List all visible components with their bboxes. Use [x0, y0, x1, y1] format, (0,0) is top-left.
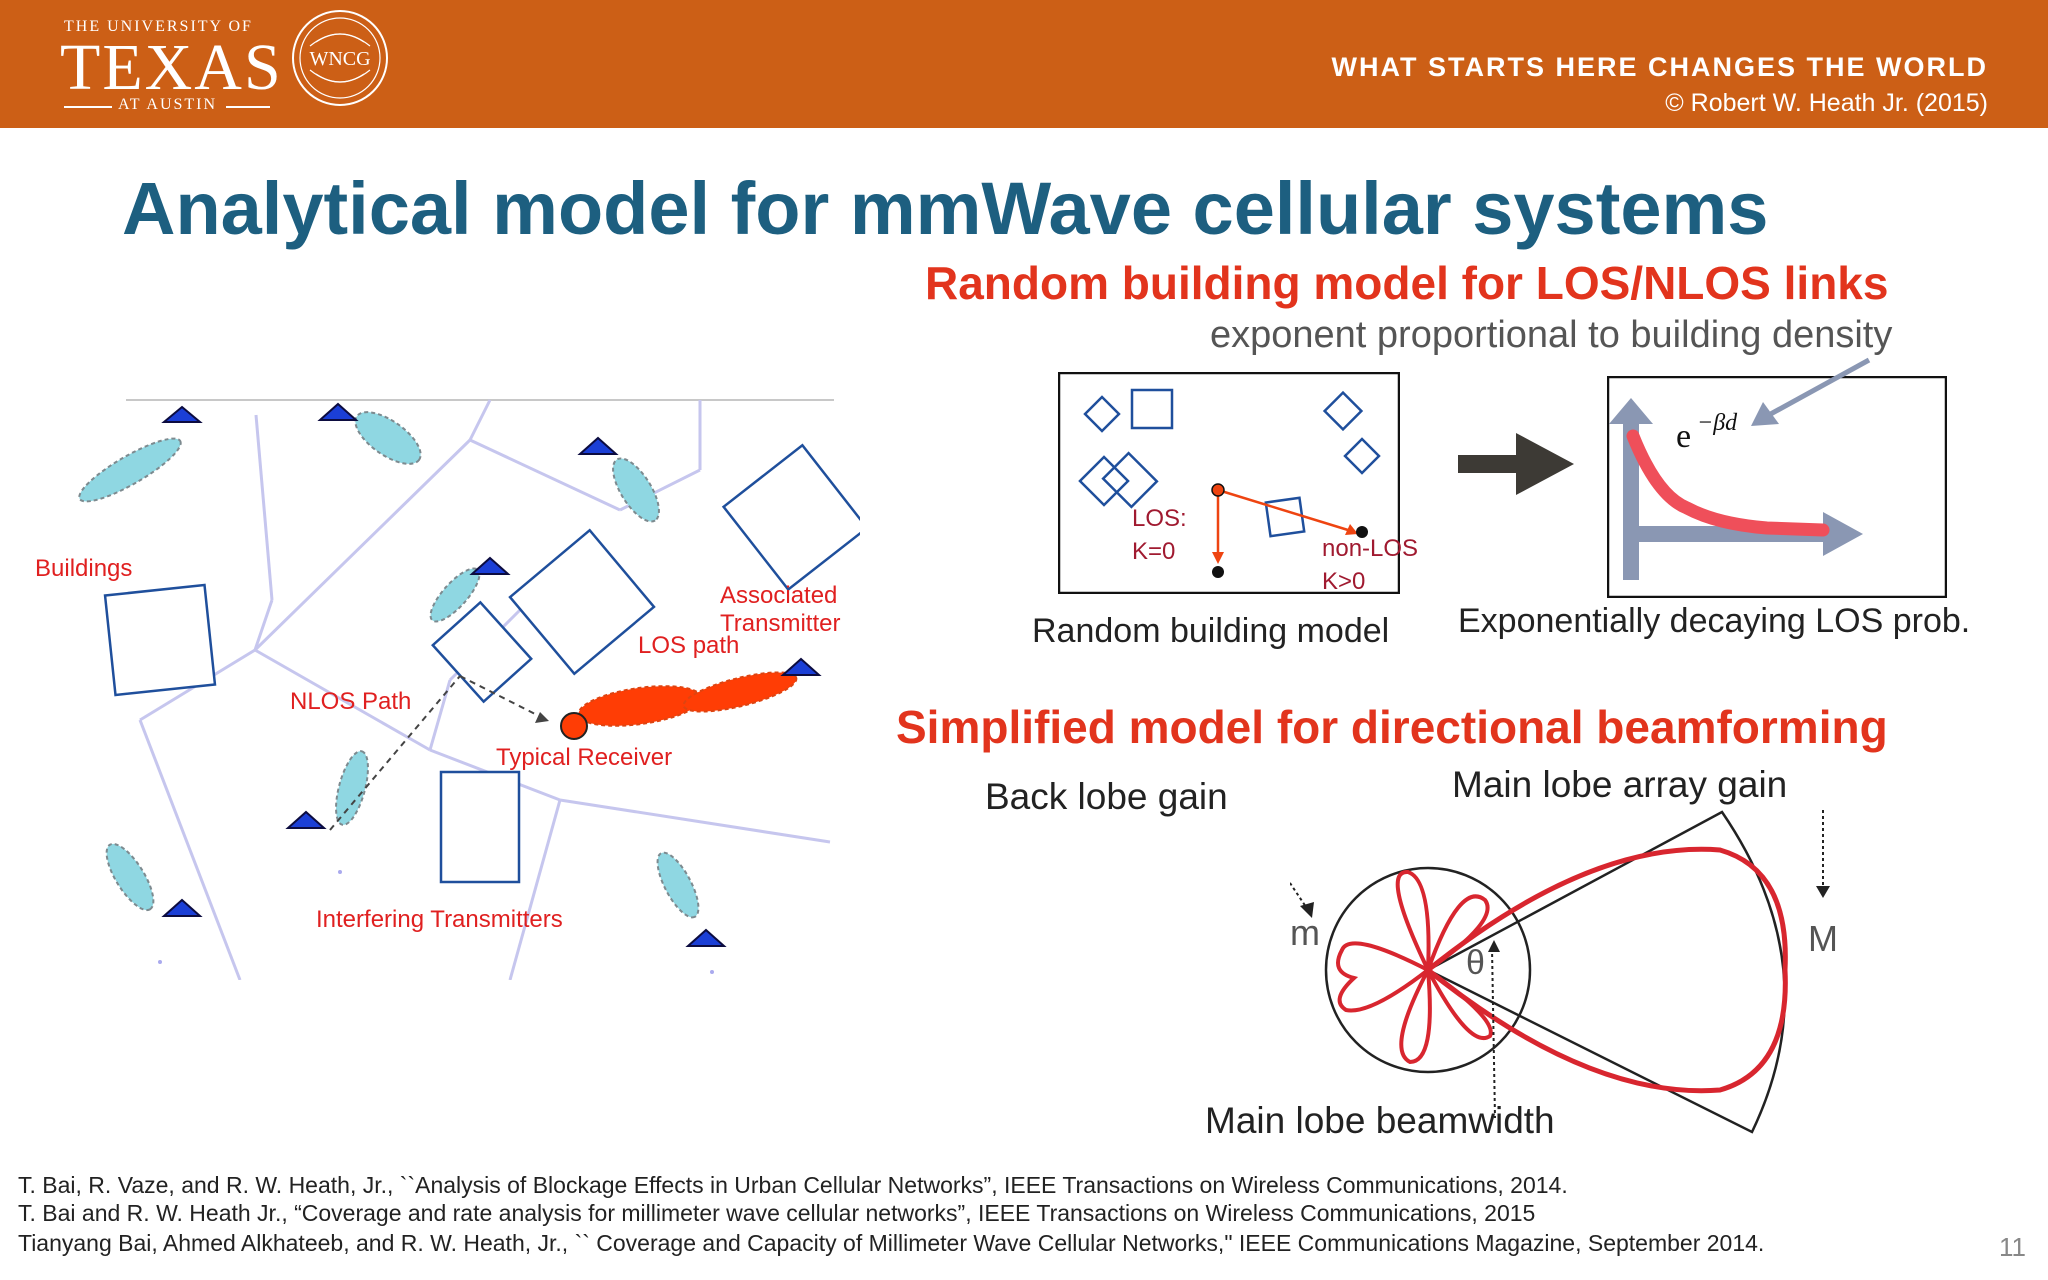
formula-base: e: [1676, 418, 1692, 455]
right-arrow-icon: [1458, 433, 1574, 495]
university-line1: THE UNIVERSITY OF: [64, 18, 253, 35]
building-rects: [103, 443, 860, 884]
buildings-label: Buildings: [35, 555, 133, 582]
random-building-heading: Random building model for LOS/NLOS links: [925, 257, 1889, 309]
copyright: © Robert W. Heath Jr. (2015): [1665, 89, 1988, 117]
main-lobe-beamwidth-label: Main lobe beamwidth: [1205, 1100, 1555, 1141]
main-lobe-gain-label: Main lobe array gain: [1452, 764, 1788, 805]
university-line3: AT AUSTIN: [118, 96, 218, 113]
university-rule-right: [226, 106, 270, 108]
los-label-1: LOS:: [1132, 505, 1187, 532]
associated-transmitter-label-2: Transmitter: [720, 610, 841, 637]
beam-pattern-diagram: [1290, 810, 1830, 1134]
note-pointer-arrow: [1751, 357, 1871, 426]
exponent-note: exponent proportional to building densit…: [1210, 314, 1893, 356]
los-path-label: LOS path: [638, 632, 740, 659]
associated-transmitter-label-1: Associated: [720, 582, 838, 609]
header-bar: THE UNIVERSITY OF TEXAS AT AUSTIN WNCG W…: [0, 0, 2048, 128]
transmitter-triangles: [161, 402, 822, 947]
random-building-caption: Random building model: [1032, 612, 1390, 650]
building-5: [439, 770, 521, 884]
interferer-lobes: [78, 411, 700, 919]
M-label: M: [1808, 918, 1838, 959]
page-title: Analytical model for mmWave cellular sys…: [122, 167, 1769, 250]
building-2: [721, 443, 860, 592]
wncg-seal-icon: WNCG: [292, 10, 388, 106]
theta-label: θ: [1466, 944, 1485, 982]
exponential-decay-plot: [1607, 376, 1947, 598]
back-lobe-label: Back lobe gain: [985, 776, 1228, 817]
interfering-transmitters-label: Interfering Transmitters: [316, 906, 563, 933]
nlos-label-2: K>0: [1322, 568, 1366, 595]
nlos-label-1: non-LOS: [1322, 535, 1419, 562]
beamforming-heading: Simplified model for directional beamfor…: [896, 701, 1888, 753]
tagline: WHAT STARTS HERE CHANGES THE WORLD: [1331, 52, 1988, 82]
typical-receiver-label: Typical Receiver: [496, 744, 673, 771]
reference-3: Tianyang Bai, Ahmed Alkhateeb, and R. W.…: [18, 1230, 1765, 1256]
building-3: [508, 528, 656, 676]
los-label-2: K=0: [1132, 538, 1176, 565]
decaying-los-caption: Exponentially decaying LOS prob.: [1458, 602, 1971, 640]
nlos-reflect-line: [459, 675, 544, 719]
formula-exponent: −βd: [1697, 410, 1738, 436]
building-4: [431, 600, 533, 704]
los-beam: [577, 671, 798, 727]
building-1: [103, 583, 217, 697]
university-name: TEXAS: [60, 31, 283, 104]
network-diagram: [78, 399, 860, 980]
reference-2: T. Bai and R. W. Heath Jr., “Coverage an…: [18, 1200, 1536, 1226]
nlos-arrowhead: [535, 712, 549, 723]
nlos-path-line: [329, 675, 461, 831]
reference-1: T. Bai, R. Vaze, and R. W. Heath, Jr., `…: [18, 1172, 1568, 1198]
page-number: 11: [1999, 1232, 2026, 1262]
random-building-box: [1058, 372, 1400, 594]
m-label: m: [1290, 912, 1320, 953]
seal-text: WNCG: [309, 48, 370, 70]
typical-receiver-dot: [560, 712, 588, 740]
nlos-path-label: NLOS Path: [290, 688, 412, 715]
university-rule-left: [64, 106, 112, 108]
